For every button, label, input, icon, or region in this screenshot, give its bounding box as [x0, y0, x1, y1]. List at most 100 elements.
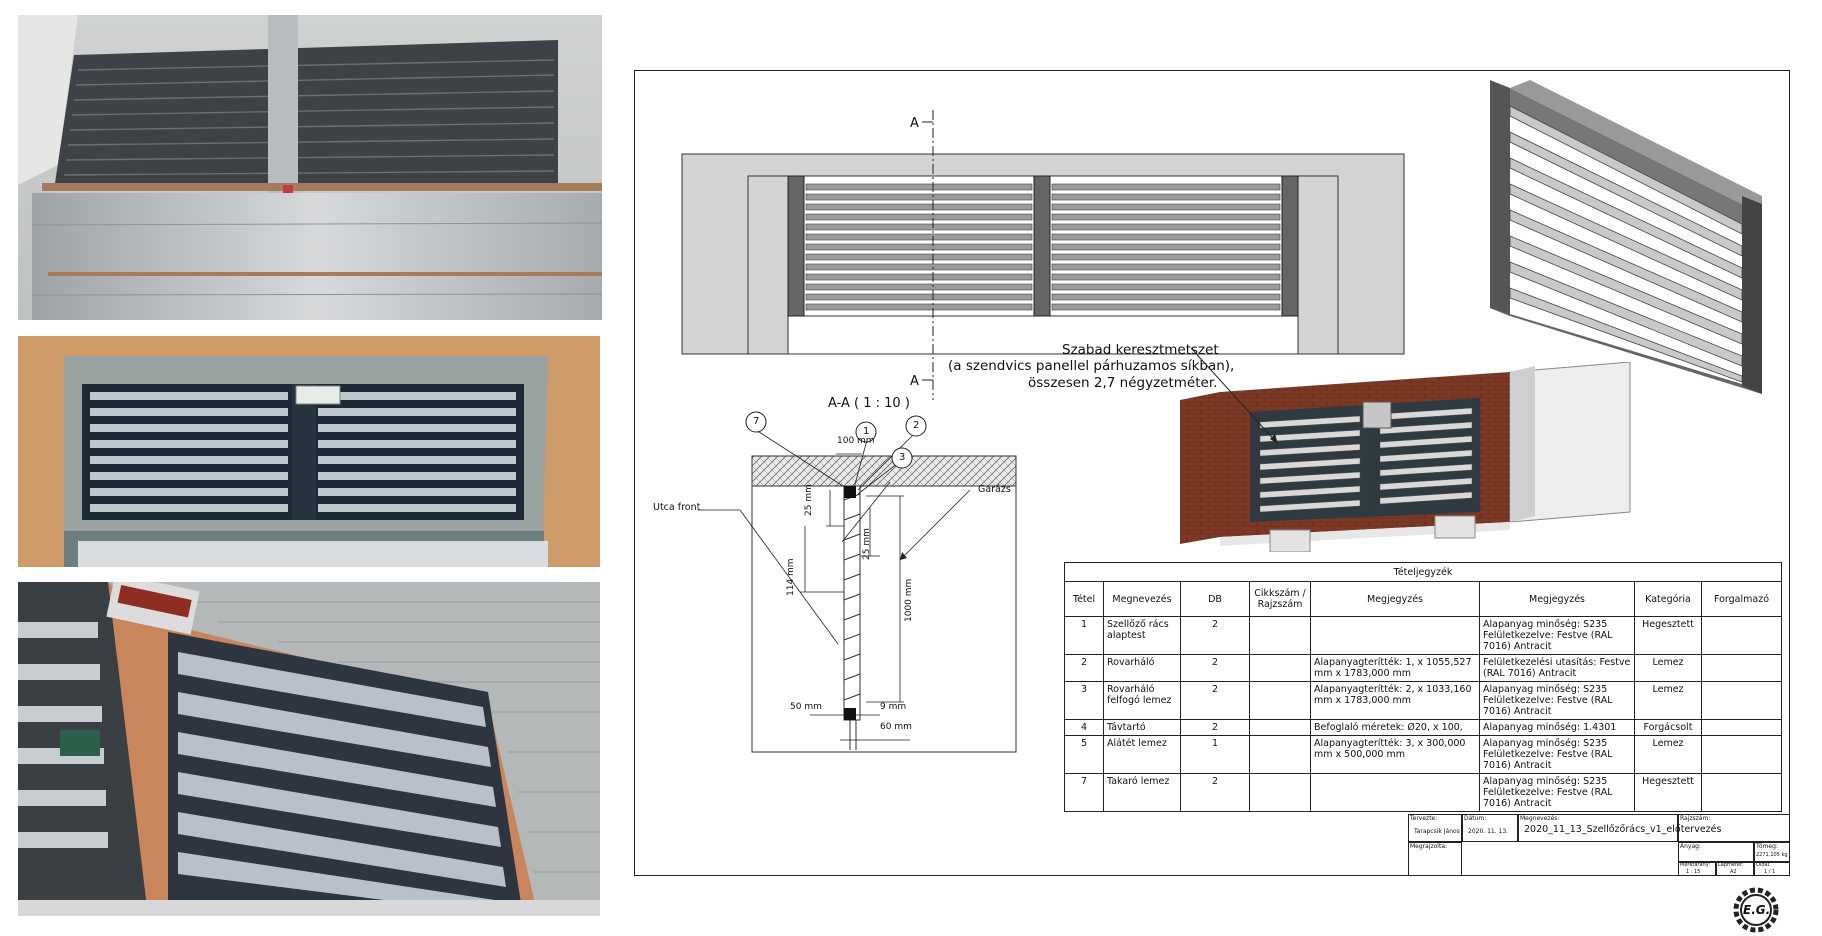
louvre-slat — [1051, 273, 1281, 281]
bom-note1: Alapanyagterítték: 1, x 1055,527 mm x 17… — [1310, 654, 1480, 682]
bom-category: Hegesztett — [1634, 616, 1702, 655]
bom-note2: Alapanyag minőség: 1.4301 — [1479, 719, 1635, 736]
bom-name: Távtartó — [1103, 719, 1181, 736]
section-marker-bottom: A — [910, 374, 919, 389]
bom-header-note2: Megjegyzés — [1479, 581, 1635, 617]
bom-qty: 2 — [1180, 681, 1250, 720]
bom-item: 1 — [1064, 616, 1104, 655]
tb-page: 1 / 1 — [1764, 869, 1776, 875]
bom-category: Hegesztett — [1634, 773, 1702, 812]
bom-note1 — [1310, 616, 1480, 655]
callout-3: 3 — [899, 452, 906, 463]
bom-header-category: Kategória — [1634, 581, 1702, 617]
tb-cell-material — [1678, 842, 1754, 862]
dim-25mm-b: 25 mm — [862, 528, 872, 560]
label-garage: Garázs — [978, 484, 1011, 495]
dim-114mm: 114 mm — [786, 558, 796, 596]
bom-note1: Befoglaló méretek: Ø20, x 100, — [1310, 719, 1480, 736]
louvre-slat — [805, 243, 1033, 251]
bom-category: Lemez — [1634, 681, 1702, 720]
tb-cell-page — [1754, 862, 1790, 876]
tb-mass-label: Tömeg: — [1756, 843, 1778, 850]
dim-50mm: 50 mm — [790, 702, 822, 712]
bom-qty: 2 — [1180, 616, 1250, 655]
bom-note2: Alapanyag minőség: S235 Felületkezelve: … — [1479, 735, 1635, 774]
bom-category: Lemez — [1634, 735, 1702, 774]
tb-drawing-number-label: Rajzszám: — [1680, 815, 1711, 822]
bom-part — [1249, 735, 1311, 774]
bom-item: 7 — [1064, 773, 1104, 812]
tb-material-label: Anyag: — [1680, 843, 1701, 850]
eg-gear-logo — [1733, 887, 1779, 933]
louvre-slat — [805, 273, 1033, 281]
bom-category: Lemez — [1634, 654, 1702, 682]
isometric-grille — [1490, 80, 1762, 394]
louvre-slat — [1051, 183, 1281, 191]
louvre-slat — [1051, 233, 1281, 241]
tb-cell-scale — [1678, 862, 1716, 876]
tb-designer: Tarapcsik János — [1414, 828, 1460, 835]
dim-25mm-a: 25 mm — [804, 484, 814, 516]
bom-header-vendor: Forgalmazó — [1701, 581, 1782, 617]
bom-note2: Felületkezelési utasítás: Festve (RAL 70… — [1479, 654, 1635, 682]
bom-item: 2 — [1064, 654, 1104, 682]
bom-table: Tételjegyzék Tétel Megnevezés DB Cikkszá… — [1064, 562, 1782, 812]
bom-header-item: Tétel — [1064, 581, 1104, 617]
bom-part — [1249, 616, 1311, 655]
bom-note2: Alapanyag minőség: S235 Felületkezelve: … — [1479, 681, 1635, 720]
bom-qty: 2 — [1180, 773, 1250, 812]
bom-item: 5 — [1064, 735, 1104, 774]
tb-cell-date — [1462, 814, 1518, 842]
brick-wall-render — [1180, 362, 1631, 552]
bom-part — [1249, 654, 1311, 682]
callout-7: 7 — [753, 416, 760, 427]
tb-sheet-size: A2 — [1730, 869, 1737, 875]
louvre-slat — [805, 293, 1033, 301]
callout-1: 1 — [863, 426, 870, 437]
front-elevation — [681, 110, 1405, 400]
bom-header-part: Cikkszám / Rajzszám — [1249, 581, 1311, 617]
bom-header-qty: DB — [1180, 581, 1250, 617]
bom-note1 — [1310, 773, 1480, 812]
callout-2: 2 — [913, 420, 920, 431]
bom-category: Forgácsolt — [1634, 719, 1702, 736]
tb-page-label: Oldal: — [1756, 862, 1771, 868]
louvre-slat — [1051, 293, 1281, 301]
louvre-slat — [805, 263, 1033, 271]
bom-qty: 2 — [1180, 719, 1250, 736]
section-title: A-A ( 1 : 10 ) — [828, 396, 910, 411]
bom-part — [1249, 773, 1311, 812]
bom-note1: Alapanyagterítték: 2, x 1033,160 mm x 17… — [1310, 681, 1480, 720]
bom-part — [1249, 681, 1311, 720]
tb-name-label: Megnevezés: — [1520, 815, 1560, 822]
bom-note2: Alapanyag minőség: S235 Felületkezelve: … — [1479, 616, 1635, 655]
bom-item: 4 — [1064, 719, 1104, 736]
tb-scale-label: Méretarány: — [1680, 862, 1711, 868]
louvre-slat — [805, 193, 1033, 201]
louvre-slat — [805, 213, 1033, 221]
free-area-note-line-1: Szabad keresztmetszet — [1062, 342, 1219, 358]
bom-name: Rovarháló felfogó lemez — [1103, 681, 1181, 720]
section-marker-top: A — [910, 116, 919, 131]
tb-cell-mass — [1754, 842, 1790, 862]
bom-note2: Alapanyag minőség: S235 Felületkezelve: … — [1479, 773, 1635, 812]
louvre-slat — [805, 233, 1033, 241]
bom-name: Szellőző rács alaptest — [1103, 616, 1181, 655]
bom-vendor — [1701, 735, 1782, 774]
bom-vendor — [1701, 681, 1782, 720]
bom-vendor — [1701, 654, 1782, 682]
bom-part — [1249, 719, 1311, 736]
note-leader — [1190, 347, 1279, 445]
tb-scale: 1 : 15 — [1686, 869, 1701, 875]
dim-1000mm: 1000 mm — [904, 578, 914, 622]
label-street-front: Utca front — [653, 502, 701, 513]
tb-cell-drawing-number — [1678, 814, 1790, 842]
bom-header-name: Megnevezés — [1103, 581, 1181, 617]
bom-name: Alátét lemez — [1103, 735, 1181, 774]
louvre-slat — [805, 223, 1033, 231]
